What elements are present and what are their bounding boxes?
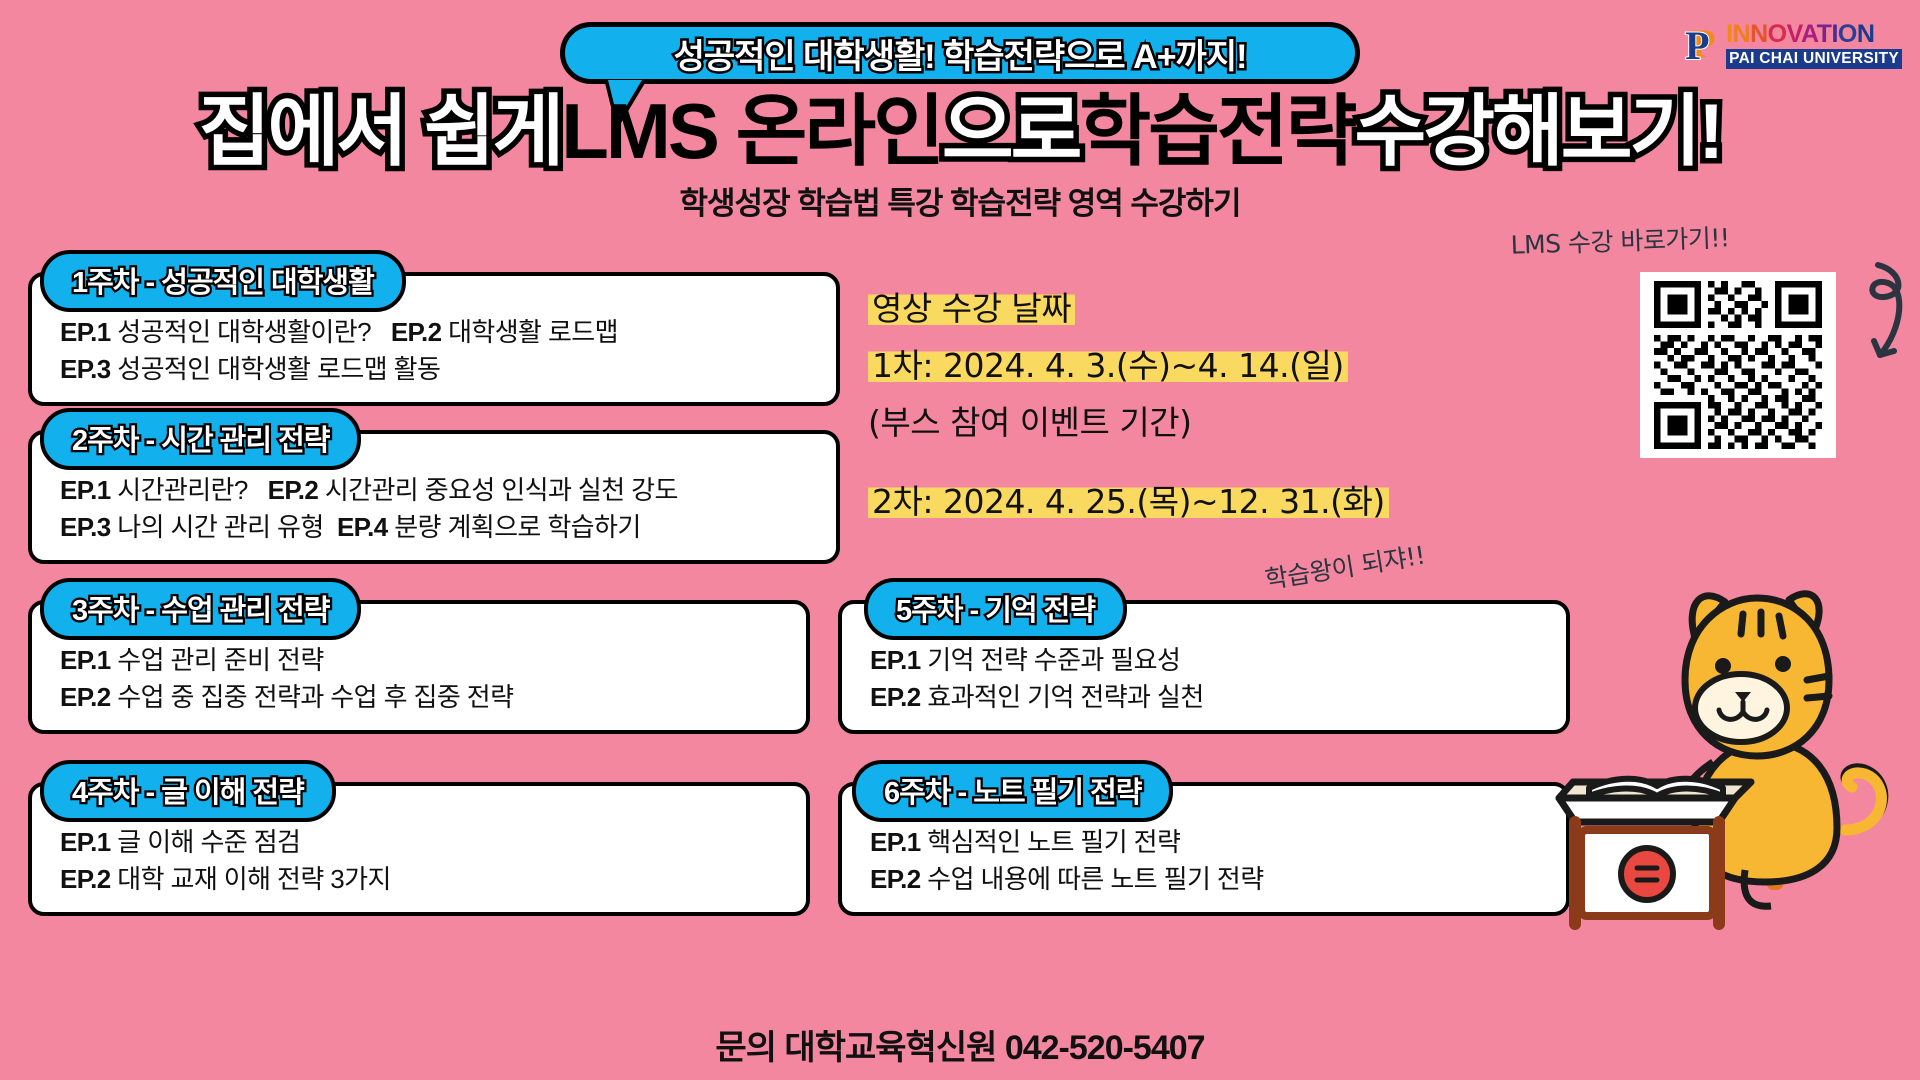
ep-text: 나의 시간 관리 유형 xyxy=(117,511,324,542)
week-card-4-line-1: EP.1 글 이해 수준 점검 xyxy=(60,824,788,861)
ep-tag: EP.2 xyxy=(870,863,921,894)
ep-tag: EP.2 xyxy=(267,475,319,505)
page-subtitle: 학생성장 학습법 특강 학습전략 영역 수강하기 xyxy=(679,186,1242,221)
week-card-2-line-2: EP.3 나의 시간 관리 유형 EP.4 분량 계획으로 학습하기 xyxy=(60,509,818,546)
ep-text: 시간관리 중요성 인식과 실천 강도 xyxy=(324,475,679,505)
week-card-5-line-2: EP.2 효과적인 기억 전략과 실천 xyxy=(870,679,1548,716)
ep-text: 시간관리란? xyxy=(117,475,248,505)
ep-text: 성공적인 대학생활이란? xyxy=(117,317,371,347)
top-banner: 성공적인 대학생활! 학습전략으로 A+까지! xyxy=(560,22,1360,84)
ep-tag: EP.1 xyxy=(60,317,111,347)
week-card-2-title: 2주차 - 시간 관리 전략 xyxy=(70,423,333,460)
headline-segment-2: LMS 온라 xyxy=(561,87,876,175)
mascot-caption: 학습왕이 되쟈!! xyxy=(1262,540,1428,595)
week-card-3-line-1: EP.1 수업 관리 준비 전략 xyxy=(60,642,788,679)
ep-text: 핵심적인 노트 필기 전략 xyxy=(927,827,1181,857)
page-title: 집에서 쉽게LMS 온라인으로학습전략수강해보기! xyxy=(0,87,1920,176)
headline-segment-3: 인 xyxy=(873,87,945,175)
banner-speech-tail xyxy=(608,80,642,120)
footer-contact: 문의 대학교육혁신원 042-520-5407 xyxy=(715,1029,1205,1067)
week-card-1: EP.1 성공적인 대학생활이란? EP.2 대학생활 로드맵 EP.3 성공적… xyxy=(28,250,840,406)
week-card-5-line-1: EP.1 기억 전략 수준과 필요성 xyxy=(870,642,1548,679)
ep-text: 수업 관리 준비 전략 xyxy=(117,645,324,675)
week-card-4: EP.1 글 이해 수준 점검 EP.2 대학 교재 이해 전략 3가지 4주차… xyxy=(28,760,810,916)
ep-tag: EP.3 xyxy=(60,353,111,384)
week-card-3-title: 3주차 - 수업 관리 전략 xyxy=(70,593,333,630)
qr-label: LMS 수강 바로가기!! xyxy=(1510,223,1730,260)
ep-tag: EP.2 xyxy=(60,863,111,894)
ep-text: 기억 전략 수준과 필요성 xyxy=(927,645,1181,675)
headline-segment-5: 학습전략 xyxy=(1079,87,1357,175)
ep-text: 효과적인 기억 전략과 실천 xyxy=(927,681,1204,712)
headline-segment-4: 으로 xyxy=(936,87,1087,176)
ep-text: 수업 중 집중 전략과 수업 후 집중 전략 xyxy=(117,681,514,712)
ep-tag: EP.1 xyxy=(60,827,111,857)
ep-text: 수업 내용에 따른 노트 필기 전략 xyxy=(927,863,1264,894)
week-card-3-header: 3주차 - 수업 관리 전략 xyxy=(40,578,362,640)
week-card-4-title: 4주차 - 글 이해 전략 xyxy=(70,775,307,812)
qr-code-image xyxy=(1654,281,1822,449)
ep-tag: EP.2 xyxy=(60,681,111,712)
week-card-6: EP.1 핵심적인 노트 필기 전략 EP.2 수업 내용에 따른 노트 필기 … xyxy=(838,760,1570,916)
university-logo: P P INNOVATION PAI CHAI UNIVERSITY xyxy=(1684,21,1902,69)
schedule-heading-text: 영상 수강 날짜 xyxy=(868,289,1076,328)
logo-text-group: INNOVATION PAI CHAI UNIVERSITY xyxy=(1726,22,1902,69)
schedule-period-1: 1차: 2024. 4. 3.(수)~4. 14.(일) xyxy=(868,339,1348,387)
logo-monogram-blue: P xyxy=(1684,23,1710,69)
top-banner-pill: 성공적인 대학생활! 학습전략으로 A+까지! xyxy=(560,22,1360,84)
logo-monogram-orange: P xyxy=(1691,21,1716,67)
week-card-6-body: EP.1 핵심적인 노트 필기 전략 EP.2 수업 내용에 따른 노트 필기 … xyxy=(838,782,1570,916)
week-card-1-title: 1주차 - 성공적인 대학생활 xyxy=(70,265,377,302)
week-card-3-line-2: EP.2 수업 중 집중 전략과 수업 후 집중 전략 xyxy=(60,679,788,716)
headline-segment-6: 수강해보기! xyxy=(1349,87,1730,176)
week-card-5-title: 5주차 - 기억 전략 xyxy=(894,593,1099,630)
qr-arrow-icon xyxy=(1869,262,1903,358)
week-card-3: EP.1 수업 관리 준비 전략 EP.2 수업 중 집중 전략과 수업 후 집… xyxy=(28,578,810,734)
week-card-2: EP.1 시간관리란? EP.2 시간관리 중요성 인식과 실천 강도 EP.3… xyxy=(28,408,840,564)
week-card-2-header: 2주차 - 시간 관리 전략 xyxy=(40,408,362,470)
week-card-6-line-1: EP.1 핵심적인 노트 필기 전략 xyxy=(870,824,1548,861)
logo-university-text: PAI CHAI UNIVERSITY xyxy=(1726,49,1902,69)
schedule-heading: 영상 수강 날짜 xyxy=(868,282,1338,330)
week-card-5-body: EP.1 기억 전략 수준과 필요성 EP.2 효과적인 기억 전략과 실천 xyxy=(838,600,1570,734)
schedule-period-2-text: 2차: 2024. 4. 25.(목)~12. 31.(화) xyxy=(868,482,1389,521)
logo-innovation-text: INNOVATION xyxy=(1726,20,1875,48)
top-banner-text: 성공적인 대학생활! 학습전략으로 A+까지! xyxy=(671,35,1250,78)
week-card-6-header: 6주차 - 노트 필기 전략 xyxy=(852,760,1174,822)
week-card-1-line-1: EP.1 성공적인 대학생활이란? EP.2 대학생활 로드맵 xyxy=(60,314,818,351)
schedule-period-2: 2차: 2024. 4. 25.(목)~12. 31.(화) xyxy=(868,475,1389,523)
ep-text: 대학 교재 이해 전략 3가지 xyxy=(117,863,391,894)
week-card-1-line-2: EP.3 성공적인 대학생활 로드맵 활동 xyxy=(60,351,818,388)
schedule-period-1-note: (부스 참여 이벤트 기간) xyxy=(868,403,1192,442)
schedule-block: 영상 수강 날짜 1차: 2024. 4. 3.(수)~4. 14.(일) (부… xyxy=(868,282,1389,532)
tiger-mascot-icon xyxy=(1555,590,1889,930)
ep-tag: EP.3 xyxy=(60,511,111,542)
week-card-6-title: 6주차 - 노트 필기 전략 xyxy=(882,775,1145,812)
week-card-4-line-2: EP.2 대학 교재 이해 전략 3가지 xyxy=(60,861,788,898)
week-card-5-header: 5주차 - 기억 전략 xyxy=(864,578,1128,640)
ep-tag: EP.1 xyxy=(60,645,111,675)
week-card-2-line-1: EP.1 시간관리란? EP.2 시간관리 중요성 인식과 실천 강도 xyxy=(60,472,818,509)
ep-tag: EP.1 xyxy=(870,645,921,675)
logo-monogram-icon: P P xyxy=(1684,21,1719,69)
ep-text: 성공적인 대학생활 로드맵 활동 xyxy=(117,353,441,384)
schedule-spacer xyxy=(868,453,1338,475)
ep-tag: EP.4 xyxy=(336,511,388,542)
ep-tag: EP.1 xyxy=(870,827,921,857)
week-card-4-header: 4주차 - 글 이해 전략 xyxy=(40,760,336,822)
week-card-5: EP.1 기억 전략 수준과 필요성 EP.2 효과적인 기억 전략과 실천 5… xyxy=(838,578,1570,734)
ep-text: 분량 계획으로 학습하기 xyxy=(394,511,641,542)
ep-tag: EP.2 xyxy=(390,317,442,347)
ep-tag: EP.2 xyxy=(870,681,921,712)
week-card-1-header: 1주차 - 성공적인 대학생활 xyxy=(40,250,406,312)
headline-segment-1: 집에서 쉽게 xyxy=(193,87,570,176)
week-card-6-line-2: EP.2 수업 내용에 따른 노트 필기 전략 xyxy=(870,861,1548,898)
ep-text: 글 이해 수준 점검 xyxy=(117,827,301,857)
ep-tag: EP.1 xyxy=(60,475,111,505)
qr-code[interactable] xyxy=(1640,272,1836,458)
schedule-period-1-text: 1차: 2024. 4. 3.(수)~4. 14.(일) xyxy=(868,346,1348,385)
ep-text: 대학생활 로드맵 xyxy=(448,317,618,347)
